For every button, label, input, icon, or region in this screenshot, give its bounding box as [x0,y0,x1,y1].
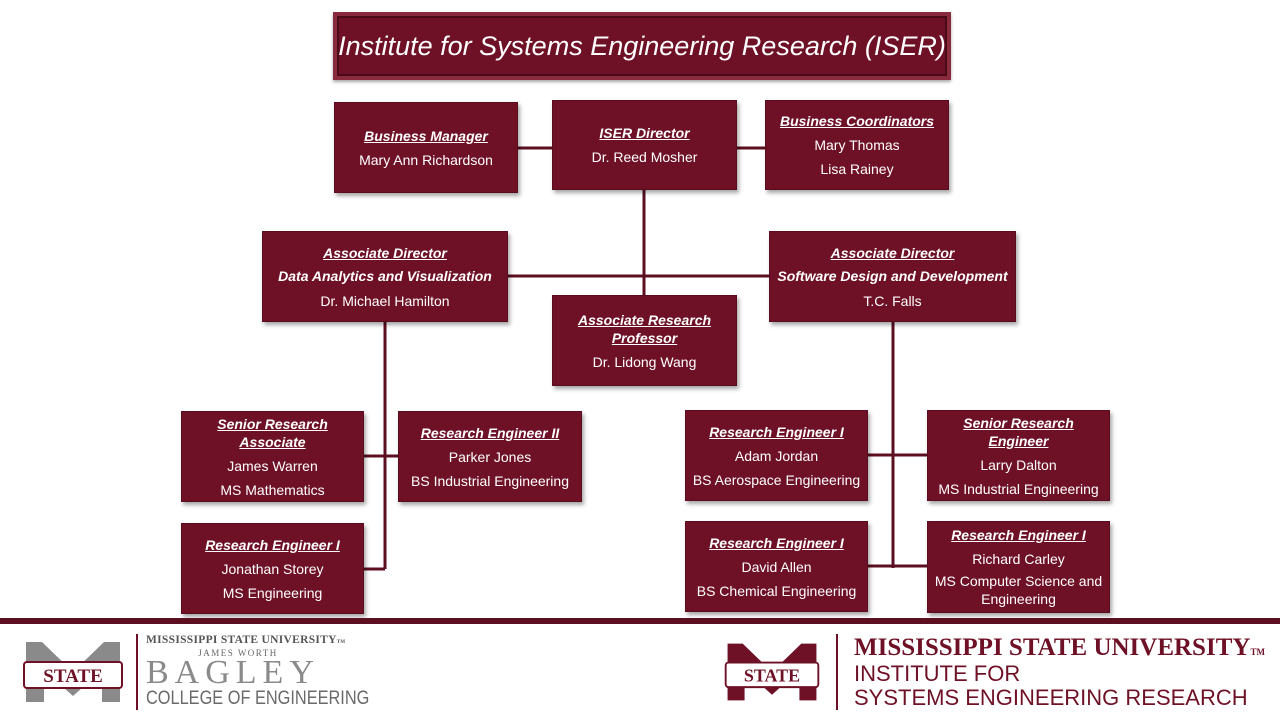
box-business-coordinators: Business Coordinators Mary Thomas Lisa R… [765,100,949,190]
m-state-badge-icon: STATE [23,642,123,702]
msu-wordmark: MISSISSIPPI STATE UNIVERSITYTM [146,634,345,646]
bagley-college-logo: STATE MISSISSIPPI STATE UNIVERSITYTM JAM… [18,632,369,712]
org-chart-title: Institute for Systems Engineering Resear… [333,12,951,80]
area-label: Data Analytics and Visualization [278,267,492,284]
person-name: James Warren [227,457,318,474]
box-senior-research-associate: Senior Research Associate James Warren M… [181,411,364,502]
person-name: T.C. Falls [863,292,922,309]
person-name: Lisa Rainey [820,161,894,177]
role-label: Business Manager [364,127,488,144]
box-research-engineer-ii: Research Engineer II Parker Jones BS Ind… [398,411,582,502]
tm-mark: TM [1250,647,1265,657]
msu-wordmark: MISSISSIPPI STATE UNIVERSITYTM [854,634,1265,662]
role-label: Associate Research Professor [577,311,712,346]
degree-label: BS Aerospace Engineering [692,471,861,488]
box-business-manager: Business Manager Mary Ann Richardson [334,102,518,193]
person-name: Dr. Lidong Wang [592,353,697,370]
area-label: Software Design and Development [777,267,1008,284]
person-name: Adam Jordan [734,447,819,464]
person-name: Dr. Michael Hamilton [320,292,450,309]
box-senior-research-engineer: Senior Research Engineer Larry Dalton MS… [927,410,1110,501]
institute-for: INSTITUTE FOR [854,661,1021,686]
box-iser-director: ISER Director Dr. Reed Mosher [552,100,737,190]
degree-label: BS Industrial Engineering [411,472,569,489]
person-name: Richard Carley [972,551,1065,567]
role-label: Research Engineer I [709,423,844,440]
badge-text: STATE [43,666,103,687]
iser-logo: STATE MISSISSIPPI STATE UNIVERSITYTM INS… [720,632,1270,712]
degree-label: BS Chemical Engineering [696,582,857,599]
role-label: ISER Director [599,125,690,141]
msu-name: MISSISSIPPI STATE UNIVERSITY [146,634,337,646]
role-label: Research Engineer I [709,534,844,551]
role-label: Research Engineer I [951,527,1086,543]
box-research-engineer-i-storey: Research Engineer I Jonathan Storey MS E… [181,523,364,614]
bagley-wordmark: BAGLEY [146,654,320,691]
role-label: Research Engineer II [420,424,560,441]
person-name: Mary Thomas [814,137,900,153]
m-state-badge-icon: STATE [724,643,820,701]
degree-label: MS Mathematics [220,481,325,498]
role-label: Research Engineer I [205,536,340,553]
person-name: Jonathan Storey [221,560,324,577]
box-associate-research-professor: Associate Research Professor Dr. Lidong … [552,295,737,386]
role-label: Senior Research Engineer [963,414,1074,449]
role-label: Associate Director [830,244,955,261]
footer-rule [0,618,1280,624]
person-name: Dr. Reed Mosher [591,149,698,165]
box-associate-director-software: Associate Director Software Design and D… [769,231,1016,322]
degree-label: MS Industrial Engineering [938,480,1099,497]
msu-name: MISSISSIPPI STATE UNIVERSITY [854,634,1251,661]
role-label: Senior Research Associate [217,415,328,450]
box-research-engineer-i-allen: Research Engineer I David Allen BS Chemi… [685,521,868,612]
degree-label: MS Engineering [222,584,323,601]
systems-engineering-research: SYSTEMS ENGINEERING RESEARCH [854,685,1248,710]
person-name: Parker Jones [448,448,532,465]
role-label: Associate Director [323,244,447,261]
logo-divider [836,634,838,710]
person-name: David Allen [741,558,812,575]
logo-divider [136,634,138,710]
degree-label: MS Computer Science and Engineering [934,573,1103,607]
college-of-engineering: COLLEGE OF ENGINEERING [146,688,370,709]
role-label: Business Coordinators [779,113,935,129]
box-research-engineer-i-jordan: Research Engineer I Adam Jordan BS Aeros… [685,410,868,501]
person-name: Mary Ann Richardson [359,151,493,168]
person-name: Larry Dalton [980,456,1057,473]
box-associate-director-data: Associate Director Data Analytics and Vi… [262,231,508,322]
box-research-engineer-i-carley: Research Engineer I Richard Carley MS Co… [927,521,1110,613]
james-worth: JAMES WORTH [198,648,278,658]
tm-mark: TM [336,640,346,645]
badge-text: STATE [744,665,800,685]
